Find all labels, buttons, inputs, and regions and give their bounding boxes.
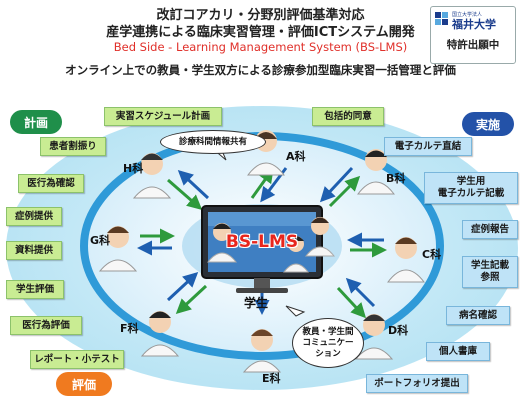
doctor-g-figure	[98, 226, 138, 272]
student-label: 学生	[244, 296, 269, 310]
phase-implement: 実施	[462, 112, 514, 136]
item-ehr-link: 電子カルテ直結	[384, 137, 472, 156]
item-portfolio: ポートフォリオ提出	[366, 374, 468, 393]
dept-d-label: D科	[388, 324, 409, 337]
dept-b-label: B科	[386, 172, 406, 185]
item-diagnosis-check: 病名確認	[446, 306, 510, 325]
dept-h-label: H科	[123, 162, 144, 175]
doctor-h-figure	[132, 153, 172, 199]
dept-info-sharing-bubble: 診療科間情報共有	[160, 130, 266, 154]
item-material-provision: 資料提供	[6, 241, 62, 260]
subtitle: オンライン上での教員・学生双方による診療参加型臨床実習一括管理と評価	[65, 63, 456, 77]
doctor-d-figure	[354, 314, 394, 360]
arrow-h-in	[167, 178, 203, 210]
arrow-b-in	[319, 166, 354, 203]
doctor-b-figure	[356, 149, 396, 195]
dept-e-label: E科	[262, 372, 281, 385]
item-student-ehr: 学生用 電子カルテ記載	[424, 172, 518, 204]
item-case-report: 症例報告	[462, 220, 518, 239]
item-student-ref: 学生記載 参照	[462, 256, 518, 288]
communication-bubble: 教員・学生間 コミュニケー ション	[292, 318, 364, 368]
item-report-test: レポート・小テスト	[30, 350, 124, 369]
student-group-figure	[206, 217, 336, 273]
doctor-e-figure	[242, 329, 282, 373]
title-line-1: 改訂コアカリ・分野別評価基準対応	[156, 8, 365, 23]
item-case-provision: 症例提供	[6, 207, 62, 226]
doctor-c-figure	[386, 237, 426, 283]
patent-pending-label: 特許出願中	[446, 39, 500, 51]
dept-c-label: C科	[422, 248, 442, 261]
title-line-2: 産学連携による臨床実習管理・評価ICTシステム開発	[106, 25, 415, 40]
dept-f-label: F科	[120, 322, 139, 335]
arrow-f-in	[166, 271, 199, 302]
item-student-eval: 学生評価	[6, 280, 64, 299]
university-logo-box: 国立大学法人 福井大学 特許出願中	[430, 6, 516, 64]
arrow-d-out	[336, 286, 367, 319]
item-schedule: 実習スケジュール計画	[104, 107, 222, 126]
dept-a-label: A科	[286, 150, 306, 163]
center-system-label: BS-LMS	[225, 232, 299, 252]
item-consent: 包括的同意	[312, 107, 384, 126]
logo-subtext: 国立大学法人	[452, 12, 483, 18]
dept-g-label: G科	[90, 234, 111, 247]
arrow-f-out	[175, 284, 208, 315]
item-patient-assignment: 患者割振り	[40, 137, 106, 156]
university-name: 福井大学	[452, 18, 496, 31]
arrow-b-out	[328, 175, 361, 208]
phase-evaluate: 評価	[56, 372, 112, 396]
university-emblem-icon	[435, 12, 448, 25]
item-procedure-check: 医行為確認	[18, 174, 84, 193]
arrow-h-out	[177, 169, 210, 200]
bubble-tail-comm	[285, 305, 306, 317]
item-procedure-eval: 医行為評価	[10, 316, 82, 335]
doctor-f-figure	[140, 311, 180, 357]
arrow-d-in	[345, 277, 376, 308]
title-line-3: Bed Side - Learning Management System (B…	[113, 40, 408, 54]
item-personal-library: 個人書庫	[426, 342, 490, 361]
phase-plan: 計画	[10, 110, 62, 134]
